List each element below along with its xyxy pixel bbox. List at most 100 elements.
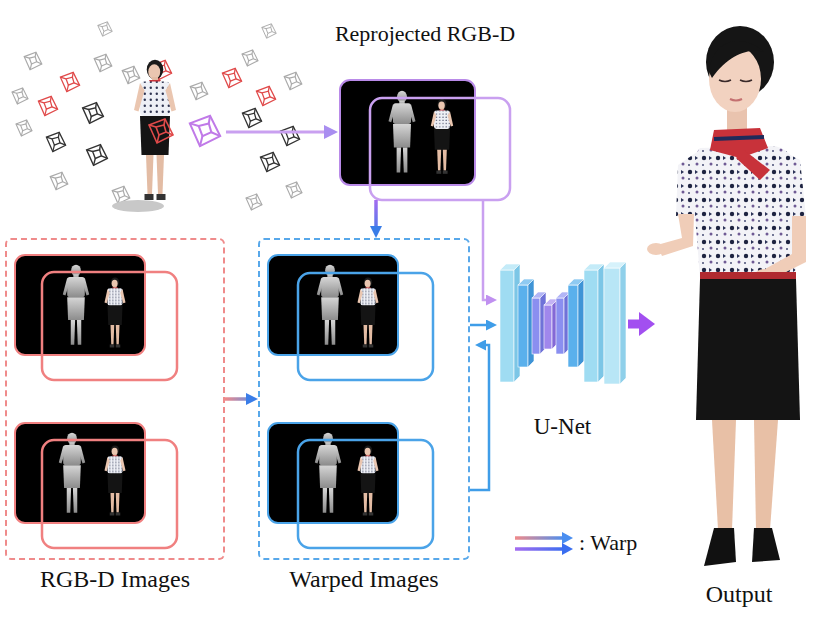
output-person-part <box>710 128 768 158</box>
camera-rig-part <box>24 52 42 70</box>
output-person-part <box>754 420 778 530</box>
unet-figure-part <box>620 262 626 384</box>
camera-rig <box>12 22 338 212</box>
legend: : Warp <box>513 528 637 562</box>
warped-images-part <box>358 445 379 515</box>
warped-images-part <box>317 265 343 345</box>
output-person-part <box>752 528 780 562</box>
output-person-part <box>709 41 764 78</box>
input-images-part <box>42 440 177 548</box>
input-images-part <box>63 265 89 345</box>
reprojected-image-part <box>370 98 510 200</box>
camera-rig-part <box>149 119 173 143</box>
warp-arrow-sample-part <box>515 536 563 540</box>
warped-images-part <box>268 255 398 355</box>
reprojected-image-part <box>389 91 416 173</box>
camera-rig-part <box>242 108 261 127</box>
unet-figure-part <box>556 298 564 354</box>
camera-rig-part <box>280 126 299 145</box>
camera-rig-part <box>242 50 258 66</box>
camera-rig-part <box>256 86 275 105</box>
camera-rig-part <box>50 172 68 190</box>
camera-rig-part <box>324 125 338 139</box>
camera-rig-part <box>222 68 241 87</box>
unet-figure <box>500 262 626 384</box>
input-images-part <box>59 433 85 513</box>
unet-figure-part <box>584 270 598 382</box>
unet-figure-part <box>500 270 514 382</box>
input-images-part <box>42 272 177 380</box>
unet-block: U-Net <box>497 262 628 386</box>
legend-item: : Warp <box>513 528 637 558</box>
camera-rig-part <box>246 194 262 210</box>
unet-figure-part <box>532 298 540 354</box>
unet-figure-part <box>568 285 578 367</box>
input-images-part <box>105 445 126 515</box>
connector-layer-part <box>225 200 639 490</box>
warp-arrow-sample <box>513 528 575 558</box>
camera-rig-part <box>134 60 176 200</box>
unet-figure-part <box>518 285 528 367</box>
output-person-part <box>736 150 770 180</box>
unet-figure-part <box>604 268 620 384</box>
output-person-part <box>676 150 700 219</box>
warped-group: Warped Images <box>258 238 470 560</box>
warped-images-part <box>358 277 379 347</box>
reprojected-image <box>340 80 510 200</box>
node-label: Output <box>706 581 773 609</box>
input-group: RGB-D Images <box>5 238 225 560</box>
flow-arrow <box>470 324 486 327</box>
camera-rig-part <box>122 66 140 84</box>
flow-arrow <box>374 200 378 226</box>
node-label: RGB-D Images <box>40 566 190 594</box>
warped-images-part <box>298 273 433 380</box>
unet-figure-part <box>598 264 604 382</box>
warped-images-part <box>298 440 433 548</box>
warp-arrow-sample-part <box>562 532 573 544</box>
output-person-part <box>719 80 731 82</box>
camera-rig-part <box>190 82 208 100</box>
camera-rig-part <box>98 22 112 36</box>
unet-figure-part <box>544 305 552 349</box>
camera-rig-part <box>260 152 279 171</box>
warped-images <box>268 255 433 548</box>
camera-rig-part <box>60 72 79 91</box>
warp-arrow-sample-part <box>515 547 563 551</box>
output-person-part <box>647 243 665 255</box>
node-label: U-Net <box>534 414 591 440</box>
output-person-part <box>730 99 742 101</box>
flow-arrow <box>470 345 489 490</box>
camera-rig-part <box>226 131 326 134</box>
camera-rig-part <box>190 116 220 146</box>
reprojected-panel: Reprojected RGB-D <box>340 80 510 200</box>
unet-figure-part <box>578 279 584 367</box>
output-person-part <box>700 272 796 279</box>
input-images-part <box>15 255 145 355</box>
input-images-part <box>105 277 126 347</box>
reprojected-image-part <box>431 99 453 174</box>
output-person-part <box>775 147 806 219</box>
camera-rig-part <box>284 72 302 90</box>
output-person-part <box>740 80 752 82</box>
camera-rig-part <box>286 182 302 198</box>
camera-rig-part <box>12 88 28 104</box>
warped-images-part <box>315 433 341 513</box>
output-person-part <box>714 137 764 139</box>
flow-arrow <box>628 320 639 329</box>
camera-rig-part <box>87 145 108 166</box>
camera-rig-part <box>46 132 65 151</box>
camera-rig-part <box>94 54 112 72</box>
flow-arrow <box>225 397 246 401</box>
output-person-part <box>704 528 736 566</box>
output-figure: Output <box>655 15 823 577</box>
camera-rig-part <box>16 120 32 136</box>
output-person-part <box>696 279 800 420</box>
node-label: Reprojected RGB-D <box>335 21 515 46</box>
camera-rig-part <box>112 200 164 212</box>
output-person <box>647 26 806 566</box>
output-person-part <box>765 216 806 279</box>
input-images <box>15 255 177 548</box>
input-images-part <box>15 423 145 523</box>
